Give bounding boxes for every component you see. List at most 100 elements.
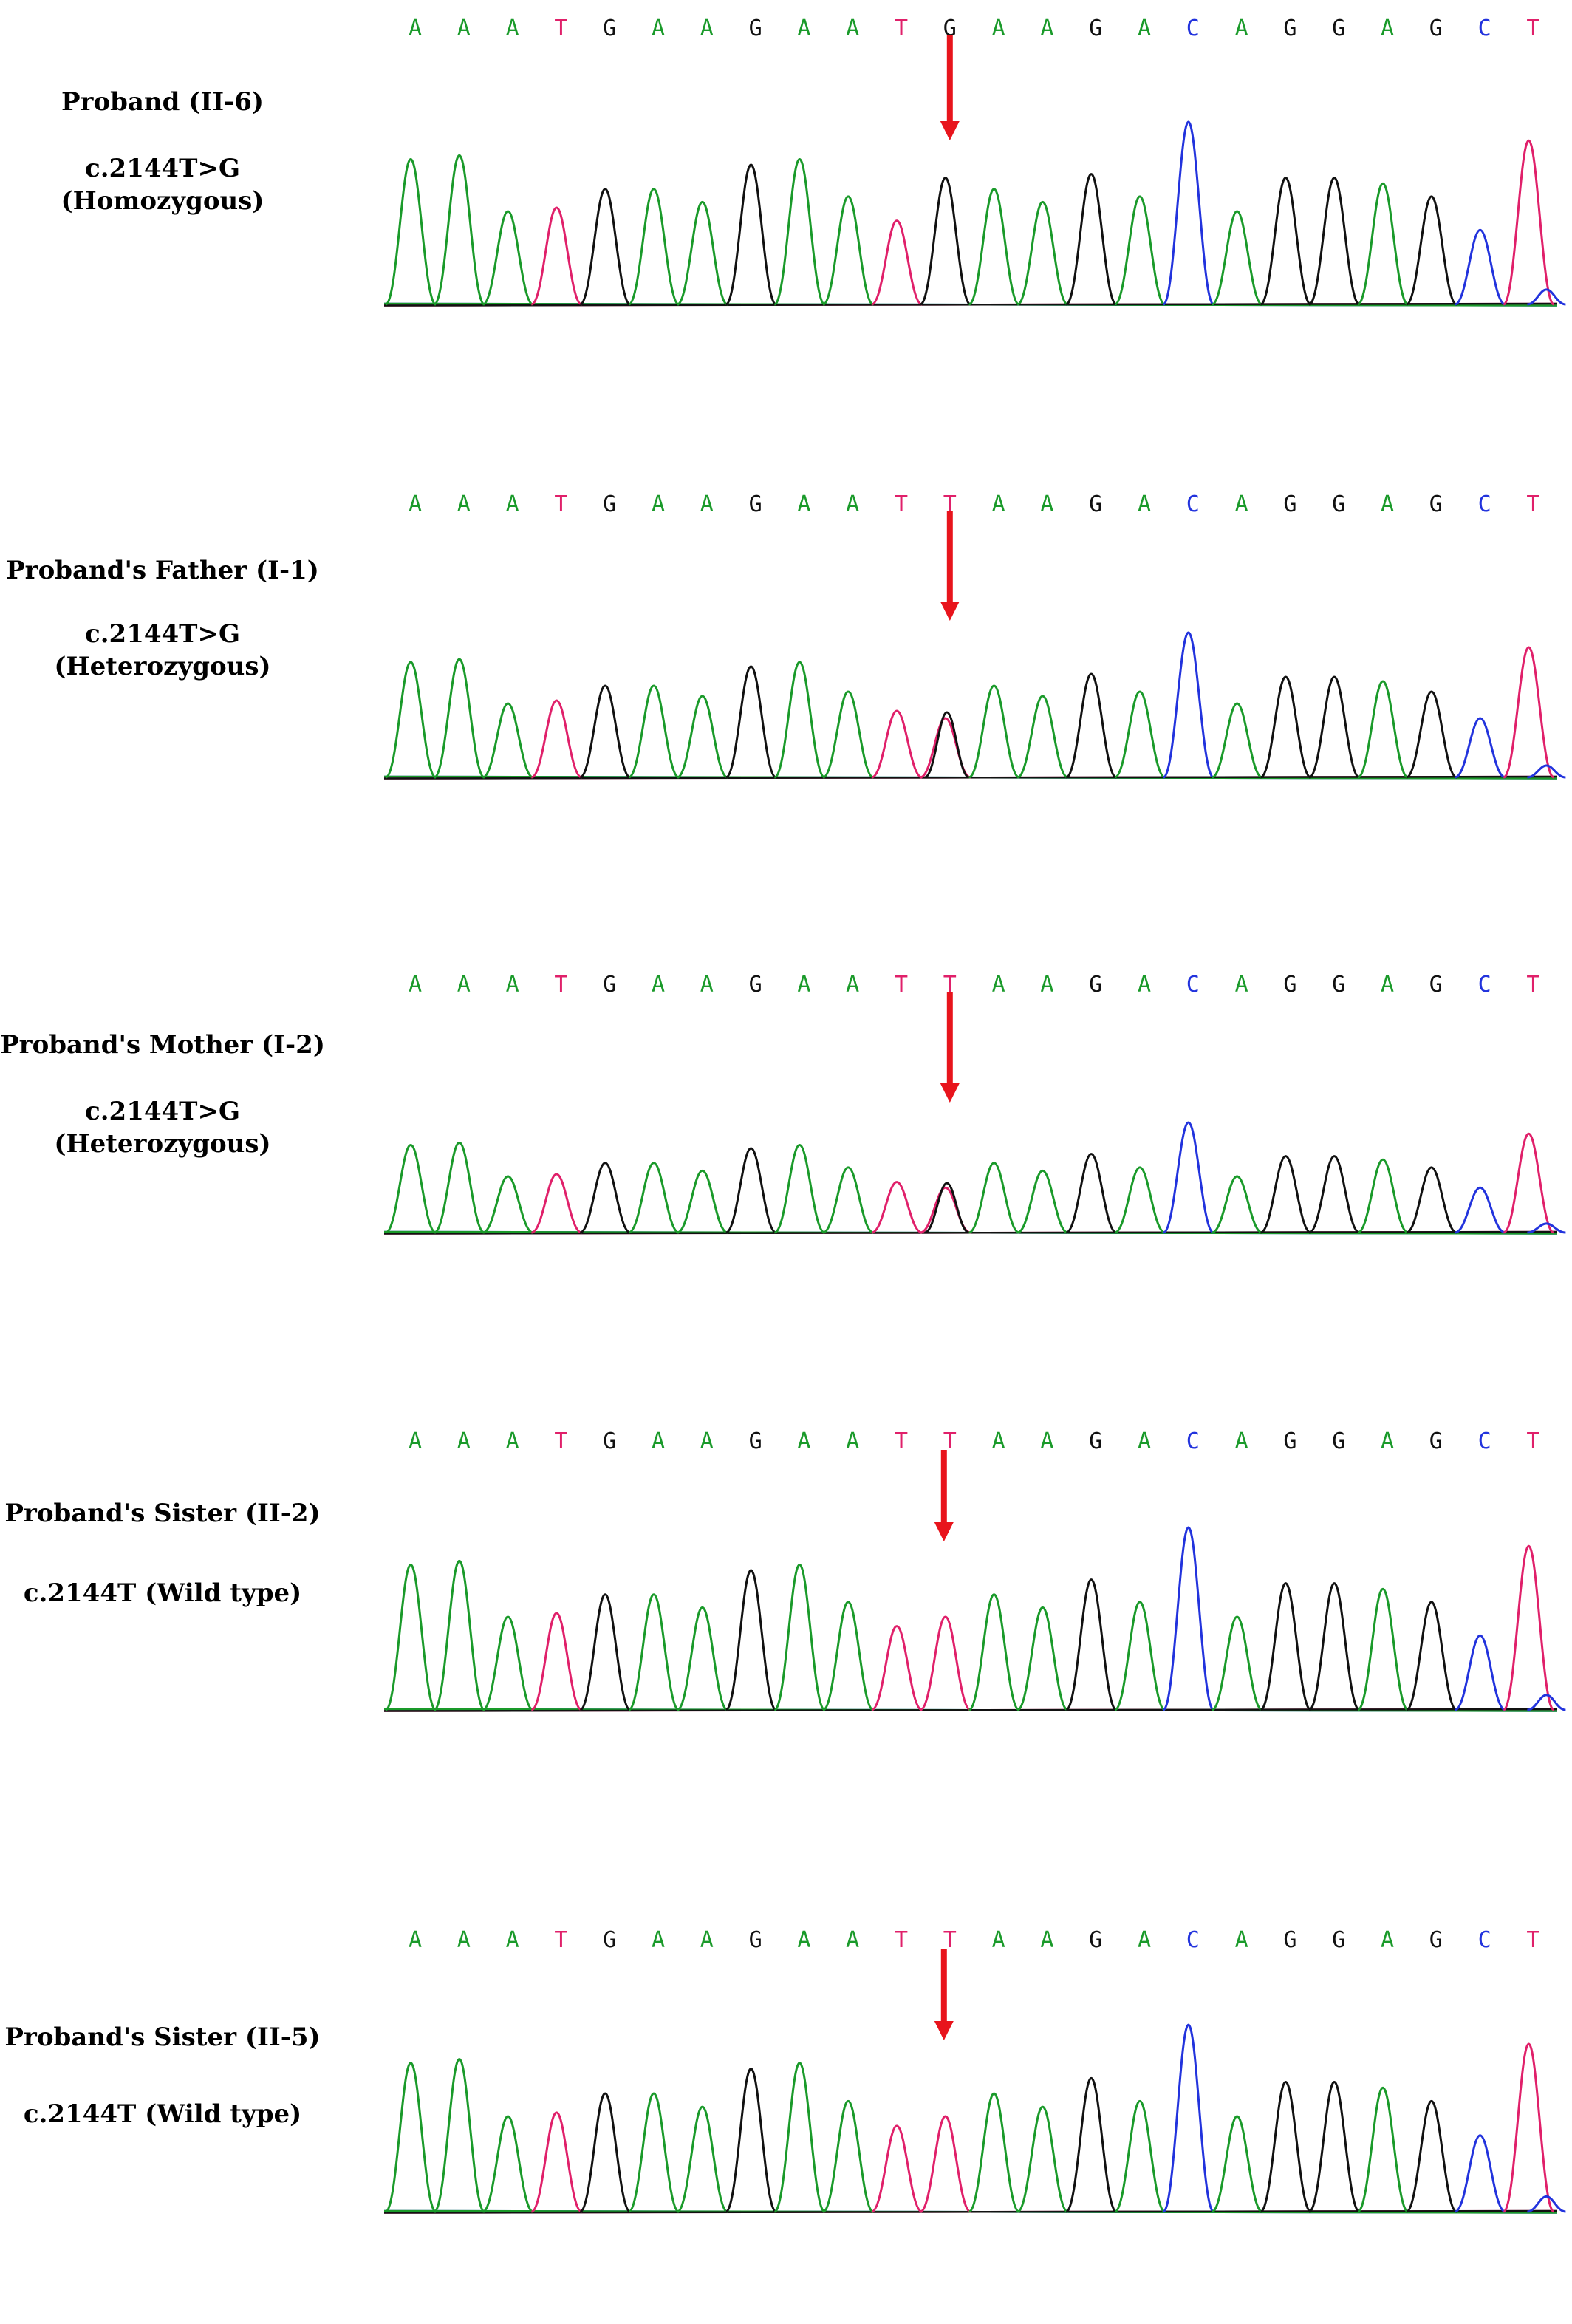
base-letter-14: G — [1089, 972, 1102, 998]
peak-6 — [677, 2105, 728, 2213]
peak-23 — [1502, 1544, 1555, 1711]
peak-17 — [1212, 1175, 1263, 1234]
peak-15 — [1114, 195, 1166, 306]
peak-22 — [1455, 717, 1506, 779]
base-letter-13: A — [1040, 1428, 1053, 1454]
peak-5 — [628, 1593, 680, 1711]
peak-trailing — [1527, 764, 1566, 779]
peak-14 — [1064, 173, 1118, 306]
base-letter-14: G — [1089, 16, 1102, 41]
base-letter-12: A — [992, 1428, 1005, 1454]
base-letter-12: A — [992, 491, 1005, 517]
base-letter-10: T — [895, 1927, 908, 1953]
base-letter-12: A — [992, 16, 1005, 41]
peak-2 — [482, 702, 534, 779]
peak-5 — [628, 684, 680, 779]
peak-1 — [433, 2058, 486, 2213]
peak-22 — [1454, 228, 1506, 306]
base-letter-18: G — [1283, 16, 1296, 41]
peak-4 — [579, 684, 631, 779]
peak-16 — [1162, 1526, 1215, 1711]
peak-18 — [1260, 1155, 1312, 1234]
base-letter-19: G — [1332, 1428, 1345, 1454]
base-letter-18: G — [1283, 1428, 1296, 1454]
peak-13 — [1016, 1169, 1069, 1234]
base-letter-4: G — [603, 972, 616, 998]
base-letter-11: T — [943, 1428, 957, 1454]
peak-7 — [725, 1569, 778, 1711]
base-letter-20: A — [1381, 1428, 1394, 1454]
base-letter-5: A — [652, 16, 665, 41]
peak-12 — [968, 684, 1020, 779]
peak-13 — [1016, 2105, 1069, 2213]
peak-1 — [433, 658, 485, 779]
base-letter-14: G — [1089, 491, 1102, 517]
base-letter-15: A — [1138, 491, 1151, 517]
base-letter-16: C — [1186, 491, 1200, 517]
peak-16 — [1162, 120, 1215, 306]
base-letter-2: A — [506, 972, 519, 998]
base-letter-23: T — [1526, 972, 1539, 998]
peak-8 — [773, 2062, 826, 2213]
peak-7 — [725, 1147, 777, 1234]
base-letter-16: C — [1186, 1927, 1200, 1953]
base-letter-9: A — [846, 1428, 859, 1454]
peak-15 — [1114, 690, 1166, 779]
base-letter-1: A — [457, 1927, 471, 1953]
peak-23 — [1503, 1132, 1555, 1234]
base-letter-18: G — [1283, 972, 1296, 998]
base-letter-4: G — [603, 16, 616, 41]
base-letter-0: A — [409, 972, 422, 998]
variant-arrow-head — [934, 2021, 954, 2040]
peak-11-G — [924, 1182, 970, 1234]
base-letter-6: A — [700, 491, 714, 517]
peak-11 — [920, 2115, 971, 2213]
subject-name: Proband's Sister (II-2) — [4, 1499, 321, 1528]
base-letter-17: A — [1235, 16, 1248, 41]
base-letter-13: A — [1040, 1927, 1053, 1953]
base-letter-7: G — [749, 1927, 762, 1953]
base-letter-0: A — [409, 1927, 422, 1953]
peak-6 — [676, 1606, 728, 1711]
base-letter-20: A — [1381, 1927, 1394, 1953]
base-letter-0: A — [409, 1428, 422, 1454]
chromatogram-panel-sister-ii5: Proband's Sister (II-5) c.2144T (Wild ty… — [0, 1910, 1572, 2324]
peak-20 — [1356, 2086, 1409, 2213]
peak-19 — [1308, 2081, 1361, 2213]
peak-9 — [822, 690, 874, 779]
peak-10 — [871, 2124, 923, 2213]
base-letter-2: A — [506, 1927, 519, 1953]
peak-5 — [628, 1162, 680, 1234]
base-letter-10: T — [895, 16, 908, 41]
peak-12 — [968, 2092, 1020, 2213]
base-letter-5: A — [652, 1927, 665, 1953]
base-letter-1: A — [457, 972, 471, 998]
peak-2 — [482, 1615, 534, 1711]
base-letter-9: A — [846, 491, 859, 517]
peak-15 — [1114, 1601, 1166, 1711]
base-letter-20: A — [1381, 972, 1394, 998]
peak-14 — [1064, 2076, 1118, 2213]
peak-21 — [1405, 2099, 1457, 2213]
base-letter-17: A — [1235, 1428, 1248, 1454]
base-letter-17: A — [1235, 491, 1248, 517]
peak-3 — [530, 699, 583, 779]
peak-13 — [1016, 1606, 1069, 1711]
zygosity-label: (Heterozygous) — [54, 1129, 271, 1159]
subject-name: Proband's Mother (I-2) — [0, 1030, 325, 1060]
base-letter-9: A — [846, 16, 859, 41]
base-letter-16: C — [1186, 1428, 1200, 1454]
chromatogram-panel-father: Proband's Father (I-1) c.2144T>G (Hetero… — [0, 473, 1572, 887]
base-letter-3: T — [554, 16, 567, 41]
peak-1 — [433, 1559, 486, 1711]
base-letter-12: A — [992, 1927, 1005, 1953]
peak-11-G — [924, 711, 970, 779]
peak-12 — [968, 1162, 1020, 1234]
base-letter-22: C — [1478, 491, 1491, 517]
base-letter-17: A — [1235, 972, 1248, 998]
peak-0 — [384, 1563, 437, 1711]
base-letter-11: T — [943, 1927, 957, 1953]
